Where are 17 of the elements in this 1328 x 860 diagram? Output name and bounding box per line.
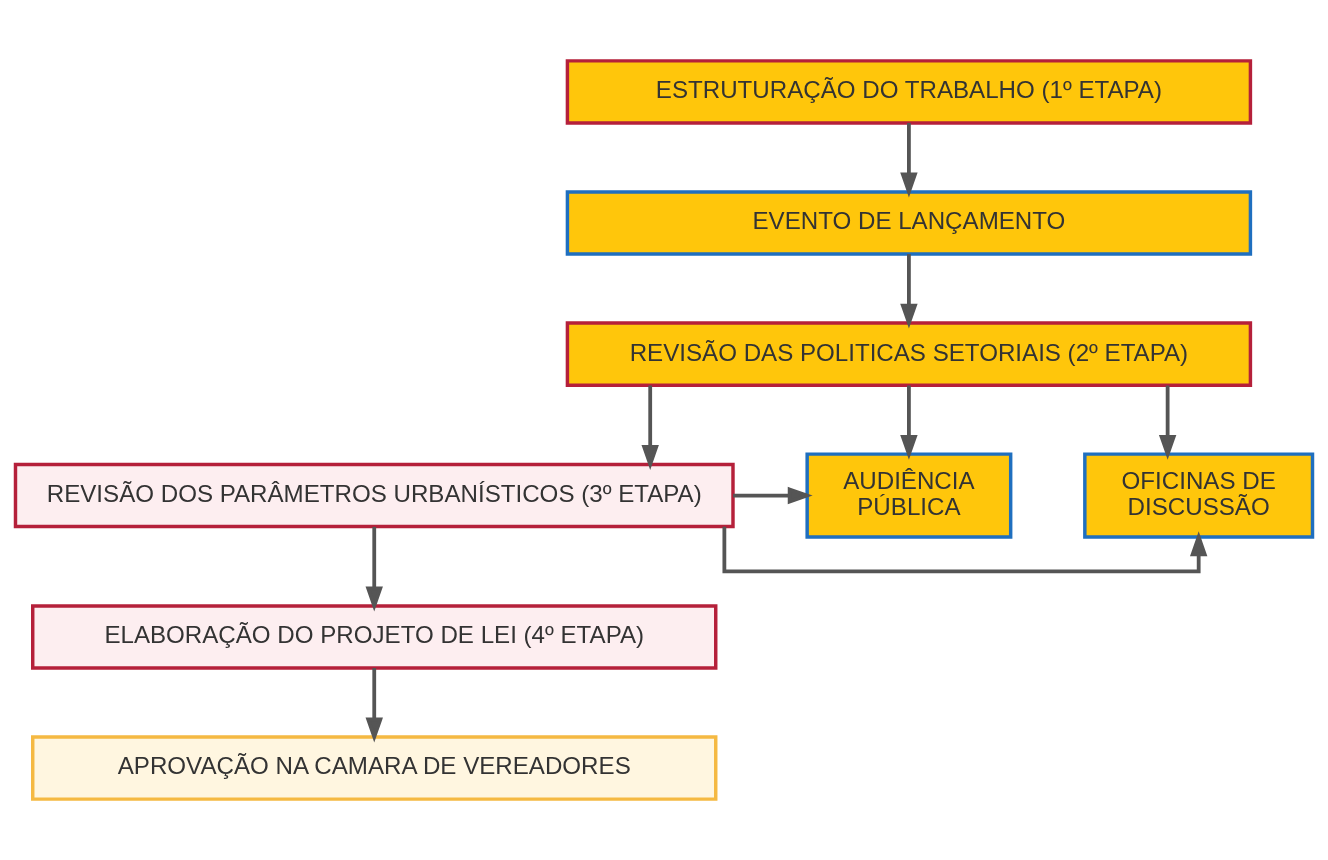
node-box: APROVAÇÃO NA CAMARA DE VEREADORES	[31, 735, 718, 801]
node-box: AUDIÊNCIA PÚBLICA	[805, 452, 1013, 539]
node-box: REVISÃO DOS PARÂMETROS URBANÍSTICOS (3º ETAPA)	[13, 462, 735, 529]
arrow	[641, 385, 659, 470]
arrow	[1158, 385, 1177, 460]
node-box: EVENTO DE LANÇAMENTO	[565, 190, 1253, 256]
arrow	[900, 254, 918, 329]
arrow	[900, 123, 918, 198]
node-box: OFICINAS DE DISCUSSÃO	[1083, 452, 1315, 539]
arrow	[900, 385, 918, 460]
arrow	[365, 526, 383, 612]
arrow	[722, 526, 1208, 574]
node-box: ELABORAÇÃO DO PROJETO DE LEI (4º ETAPA)	[31, 604, 718, 670]
node-box: ESTRUTURAÇÃO DO TRABALHO (1º ETAPA)	[565, 59, 1253, 125]
arrow	[733, 486, 813, 505]
node-box: REVISÃO DAS POLITICAS SETORIAIS (2º ETAPA)	[565, 321, 1253, 387]
arrow	[365, 668, 383, 743]
